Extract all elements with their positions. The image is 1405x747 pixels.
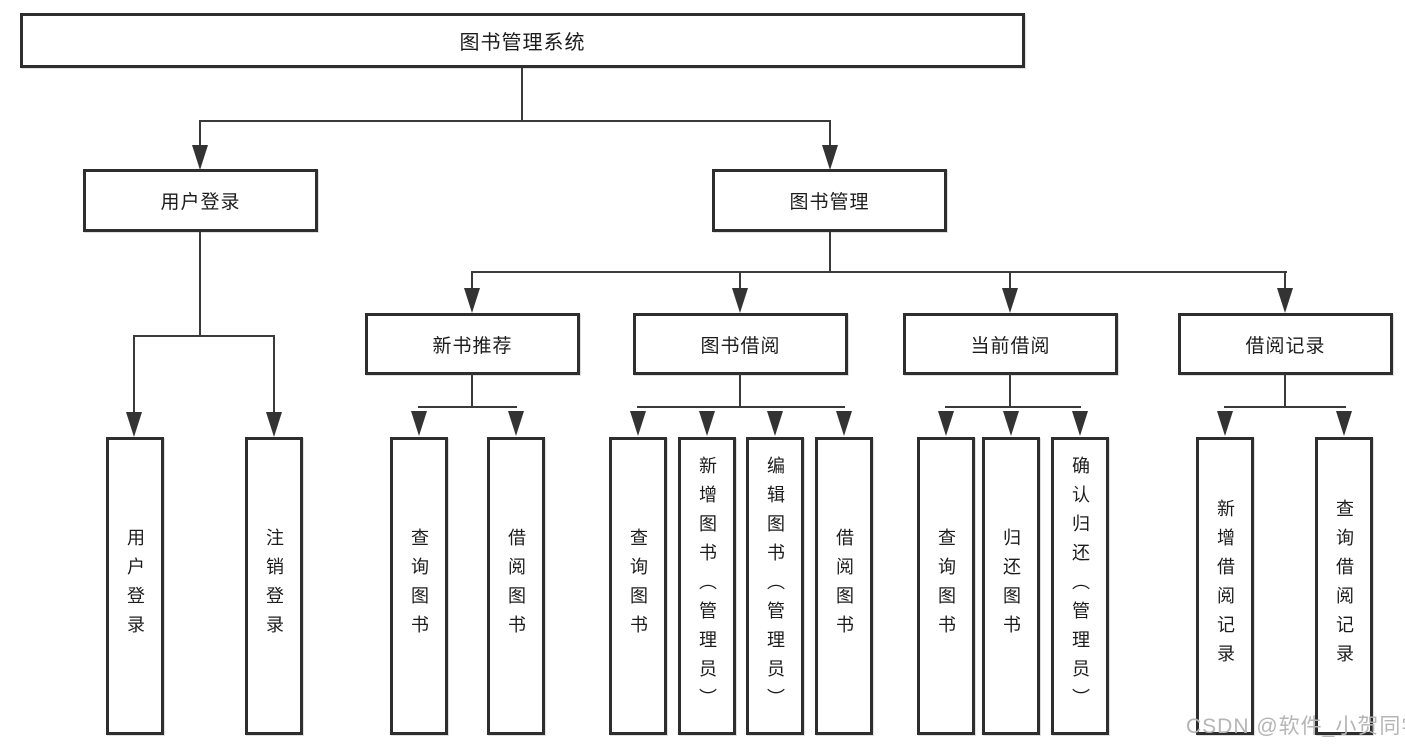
connector-line (1284, 374, 1286, 408)
connector-line (637, 406, 845, 408)
connector-line (829, 232, 831, 273)
arrow-down-icon (822, 145, 838, 170)
connector-line (521, 68, 523, 121)
leaf-label: 借阅图书 (834, 528, 854, 644)
node-book-borrow: 图书借阅 (633, 313, 848, 375)
connector-line (829, 120, 831, 148)
arrow-down-icon (1336, 411, 1352, 436)
arrow-down-icon (836, 411, 852, 436)
node-borrow-record: 借阅记录 (1178, 313, 1393, 375)
node-leaf-query-borrow-record: 查询借阅记录 (1315, 437, 1373, 735)
connector-line (199, 120, 201, 148)
arrow-down-icon (508, 411, 524, 436)
connector-line (739, 271, 741, 290)
leaf-label: 编辑图书（管理员） (765, 455, 785, 717)
node-leaf-add-book-admin: 新增图书（管理员） (678, 437, 736, 735)
connector-line (199, 232, 201, 336)
arrow-down-icon (411, 411, 427, 436)
connector-line (739, 374, 741, 408)
connector-line (1224, 406, 1346, 408)
leaf-label: 用户登录 (125, 528, 145, 644)
leaf-label: 归还图书 (1001, 528, 1021, 644)
node-leaf-confirm-return-admin: 确认归还（管理员） (1051, 437, 1109, 735)
arrow-down-icon (464, 288, 480, 313)
arrow-down-icon (1277, 288, 1293, 313)
node-leaf-query-book-2: 查询图书 (609, 437, 667, 735)
arrow-down-icon (767, 411, 783, 436)
connector-line (1009, 374, 1011, 408)
arrow-down-icon (630, 411, 646, 436)
node-book-management: 图书管理 (712, 169, 947, 232)
leaf-label: 新增图书（管理员） (697, 455, 717, 717)
node-leaf-logout: 注销登录 (245, 437, 303, 735)
leaf-label: 查询图书 (628, 528, 648, 644)
connector-line (199, 120, 831, 122)
node-user-login: 用户登录 (83, 169, 318, 232)
watermark: CSDN @软件_小贺同学 (1186, 715, 1405, 738)
connector-line (1284, 271, 1286, 290)
node-leaf-borrow-book-2: 借阅图书 (815, 437, 873, 735)
leaf-label: 注销登录 (264, 528, 284, 644)
connector-line (133, 335, 135, 413)
arrow-down-icon (1072, 411, 1088, 436)
node-library-system: 图书管理系统 (20, 13, 1025, 68)
connector-line (945, 406, 1081, 408)
connector-line (133, 335, 275, 337)
leaf-label: 确认归还（管理员） (1070, 455, 1090, 717)
leaf-label: 查询借阅记录 (1334, 499, 1354, 673)
leaf-label: 查询图书 (936, 528, 956, 644)
arrow-down-icon (732, 288, 748, 313)
node-leaf-user-login: 用户登录 (106, 437, 164, 735)
leaf-label: 新增借阅记录 (1215, 499, 1235, 673)
arrow-down-icon (192, 145, 208, 170)
arrow-down-icon (126, 412, 142, 437)
node-current-borrow: 当前借阅 (903, 313, 1118, 375)
node-leaf-borrow-book-1: 借阅图书 (487, 437, 545, 735)
connector-line (273, 335, 275, 413)
arrow-down-icon (938, 411, 954, 436)
leaf-label: 查询图书 (409, 528, 429, 644)
connector-line (418, 406, 517, 408)
arrow-down-icon (1217, 411, 1233, 436)
arrow-down-icon (1002, 288, 1018, 313)
connector-line (471, 271, 1287, 273)
arrow-down-icon (699, 411, 715, 436)
connector-line (1009, 271, 1011, 290)
arrow-down-icon (1003, 411, 1019, 436)
connector-line (471, 271, 473, 290)
node-leaf-query-book-1: 查询图书 (390, 437, 448, 735)
arrow-down-icon (266, 412, 282, 437)
connector-line (471, 374, 473, 408)
node-leaf-add-borrow-record: 新增借阅记录 (1196, 437, 1254, 735)
node-leaf-return-book: 归还图书 (982, 437, 1040, 735)
node-leaf-query-book-3: 查询图书 (917, 437, 975, 735)
node-leaf-edit-book-admin: 编辑图书（管理员） (746, 437, 804, 735)
leaf-label: 借阅图书 (506, 528, 526, 644)
node-new-book-recommend: 新书推荐 (365, 313, 580, 375)
